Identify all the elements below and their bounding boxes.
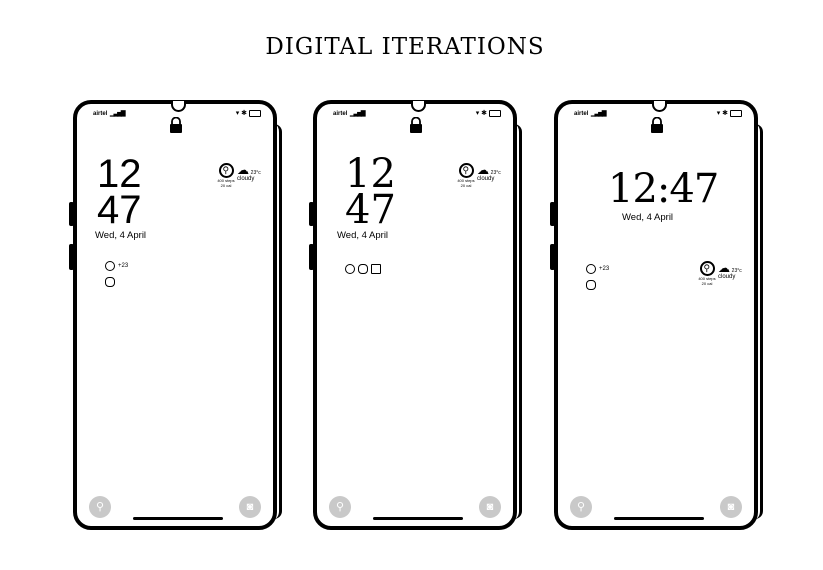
home-indicator[interactable] [614, 517, 704, 520]
battery-icon [730, 109, 742, 117]
home-indicator[interactable] [133, 517, 223, 520]
weather-widget: ☁ 23°c cloudy [718, 262, 742, 280]
cloud-sun-icon: ☁ [477, 163, 489, 177]
front-camera-notch [411, 101, 426, 112]
page-title: DIGITAL ITERATIONS [265, 34, 545, 60]
battery-icon [249, 109, 261, 117]
bluetooth-icon: ✱ [241, 110, 248, 117]
steps-count: 400 steps [217, 178, 235, 183]
steps-widget: ⚲ 400 steps 20 cal [696, 261, 718, 286]
phone-mockup-2: airtel ▁▃▅▇ ▾ ✱ 12 47 Wed, 4 April ⚲ 400… [309, 100, 522, 530]
weather-label: cloudy [237, 176, 255, 182]
weather-widget: ☁ 23°c cloudy [477, 164, 501, 182]
bluetooth-icon: ✱ [722, 110, 729, 117]
volume-button [69, 244, 74, 270]
home-indicator[interactable] [373, 517, 463, 520]
volume-button [309, 244, 314, 270]
clock-minute: 47 [97, 188, 142, 232]
date-label: Wed, 4 April [337, 230, 389, 241]
bluetooth-icon: ✱ [481, 110, 488, 117]
signal-bars-icon: ▁▃▅▇ [350, 111, 366, 117]
location-pin-icon[interactable]: ⚲ [329, 496, 351, 518]
steps-widget: ⚲ 400 steps 20 cal [215, 163, 237, 188]
wifi-icon: ▾ [475, 110, 480, 117]
clock-stacked: 12 47 [97, 152, 142, 232]
padlock-icon [410, 117, 422, 133]
clock-hour: 12 [345, 151, 396, 197]
camera-icon[interactable]: ◙ [239, 496, 261, 518]
battery-icon [489, 109, 501, 117]
clock-hour: 12 [97, 152, 142, 196]
power-button [309, 202, 314, 226]
clock-minute: 47 [345, 187, 396, 233]
camera-icon[interactable]: ◙ [479, 496, 501, 518]
calories-count: 20 cal [701, 281, 713, 286]
temperature: 23°c [731, 268, 742, 274]
instagram-icon [358, 264, 368, 274]
wifi-icon: ▾ [716, 110, 721, 117]
carrier-name: airtel [574, 111, 589, 117]
status-icons: ▾ ✱ [717, 109, 742, 117]
wifi-icon: ▾ [235, 110, 240, 117]
notification-row[interactable] [345, 264, 381, 274]
padlock-icon [170, 117, 182, 133]
whatsapp-count: +23 [599, 266, 610, 272]
carrier-name: airtel [93, 111, 108, 117]
carrier-name: airtel [333, 111, 348, 117]
status-icons: ▾ ✱ [476, 109, 501, 117]
status-bar-carrier: airtel ▁▃▅▇ [93, 110, 126, 117]
front-camera-notch [171, 101, 186, 112]
clock-stacked: 12 47 [345, 151, 396, 233]
status-bar-carrier: airtel ▁▃▅▇ [333, 110, 366, 117]
temperature: 23°c [250, 170, 261, 176]
status-icons: ▾ ✱ [236, 109, 261, 117]
location-pin-icon[interactable]: ⚲ [570, 496, 592, 518]
date-label: Wed, 4 April [95, 230, 147, 241]
cloud-sun-icon: ☁ [237, 163, 249, 177]
status-bar-carrier: airtel ▁▃▅▇ [574, 110, 607, 117]
calories-count: 20 cal [220, 183, 232, 188]
padlock-icon [651, 117, 663, 133]
power-button [550, 202, 555, 226]
notification-instagram[interactable] [105, 277, 115, 287]
location-pin-icon[interactable]: ⚲ [89, 496, 111, 518]
front-camera-notch [652, 101, 667, 112]
weather-label: cloudy [718, 274, 736, 280]
weather-widget: ☁ 23°c cloudy [237, 164, 261, 182]
camera-icon[interactable]: ◙ [720, 496, 742, 518]
notification-whatsapp[interactable]: +23 [105, 261, 128, 271]
signal-bars-icon: ▁▃▅▇ [591, 111, 607, 117]
signal-bars-icon: ▁▃▅▇ [110, 111, 126, 117]
phone-mockup-1: airtel ▁▃▅▇ ▾ ✱ 12 47 Wed, 4 April ⚲ 400… [69, 100, 282, 530]
weather-label: cloudy [477, 176, 495, 182]
steps-count: 400 steps [698, 276, 716, 281]
temperature: 23°c [490, 170, 501, 176]
walking-person-icon: ⚲ [458, 163, 474, 178]
mail-icon [371, 264, 381, 274]
clock-inline: 12:47 [608, 166, 719, 212]
walking-person-icon: ⚲ [218, 163, 234, 178]
instagram-icon [105, 277, 115, 287]
notification-whatsapp[interactable]: +23 [586, 264, 609, 274]
steps-count: 400 steps [457, 178, 475, 183]
whatsapp-count: +23 [118, 263, 129, 269]
whatsapp-icon [345, 264, 355, 274]
notification-instagram[interactable] [586, 280, 596, 290]
calories-count: 20 cal [460, 183, 472, 188]
walking-person-icon: ⚲ [699, 261, 715, 276]
date-label: Wed, 4 April [622, 212, 674, 223]
phone-mockup-3: airtel ▁▃▅▇ ▾ ✱ 12:47 Wed, 4 April +23 ⚲… [550, 100, 763, 530]
whatsapp-icon [105, 261, 115, 271]
instagram-icon [586, 280, 596, 290]
steps-widget: ⚲ 400 steps 20 cal [455, 163, 477, 188]
whatsapp-icon [586, 264, 596, 274]
power-button [69, 202, 74, 226]
cloud-sun-icon: ☁ [718, 261, 730, 275]
volume-button [550, 244, 555, 270]
